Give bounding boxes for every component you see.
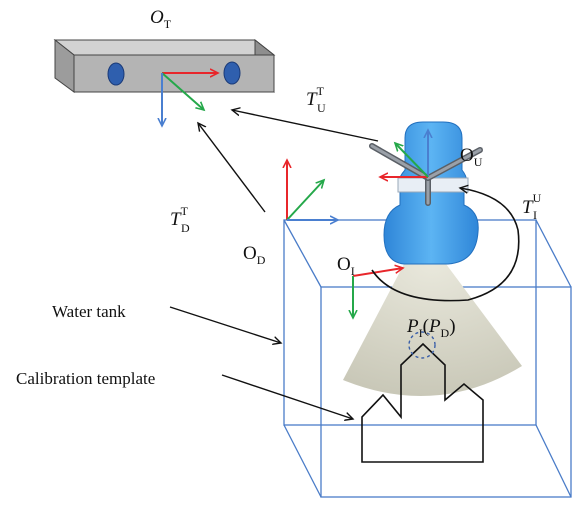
ultrasound-beam: [343, 264, 522, 397]
image-axes: [353, 268, 403, 318]
probe-axes: [380, 130, 428, 177]
arrow-water-tank: [169, 306, 281, 343]
arrow-probe-to-tracker: [232, 110, 379, 142]
label-tracker-origin: OT: [150, 7, 172, 31]
tank-axes: [287, 160, 338, 220]
label-point: PI(PD): [406, 316, 456, 340]
arrow-image-to-probe: [371, 188, 520, 302]
target-point-circle: [408, 331, 436, 359]
label-water-tank: Water tank: [52, 302, 126, 321]
label-probe-origin: OU: [460, 145, 483, 169]
label-tank-origin: OD: [243, 243, 266, 267]
label-image-origin: OI: [337, 254, 355, 278]
ultrasound-probe-icon: [369, 121, 483, 265]
arrow-tank-to-tracker: [198, 123, 266, 213]
optical-tracker-icon: [53, 38, 276, 93]
calibration-template-icon: [361, 342, 484, 463]
arrow-calibration-template: [221, 374, 353, 419]
label-calibration-template: Calibration template: [16, 369, 155, 388]
tracker-axes: [162, 73, 218, 126]
